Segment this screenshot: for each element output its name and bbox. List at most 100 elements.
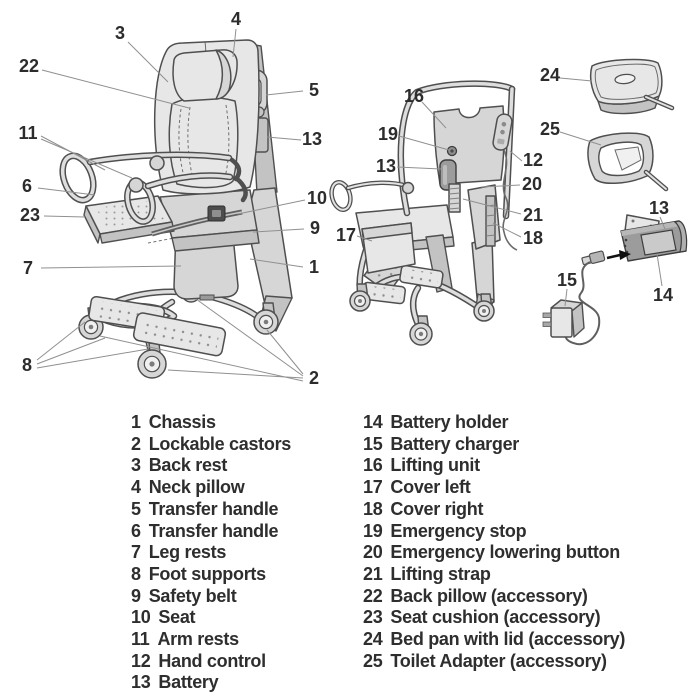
leader-line — [167, 369, 304, 379]
callout-back-pillow: 22 — [19, 56, 190, 109]
leader-line — [40, 265, 182, 269]
battery-rear — [439, 159, 457, 191]
charger-cable — [564, 250, 606, 346]
callout-number-transfer-handle-loop: 6 — [22, 176, 32, 196]
callout-arm-rests: 11 — [18, 123, 133, 179]
legend-item-13: 13 Battery — [131, 672, 291, 694]
rear-castor-left — [349, 283, 371, 312]
leader-line — [195, 298, 304, 377]
bed-pan-with-lid — [589, 58, 675, 115]
callout-number-back-rest: 3 — [115, 23, 125, 43]
callout-number-lifting-strap: 21 — [523, 205, 543, 225]
callout-transfer-handle-top: 5 — [265, 80, 319, 100]
legend-number: 6 — [131, 520, 141, 541]
rear-foot-support-right — [399, 264, 444, 289]
callout-number-emergency-lowering-button: 20 — [522, 174, 542, 194]
legend-label: Battery — [158, 672, 219, 693]
callout-seat-cushion: 23 — [20, 205, 86, 225]
callout-neck-pillow: 4 — [231, 9, 241, 58]
leader-line — [509, 150, 523, 162]
leader-line — [252, 228, 305, 233]
leader-line — [398, 135, 450, 151]
callout-number-battery-accessory: 13 — [649, 198, 669, 218]
legend-number: 7 — [131, 542, 141, 563]
legend-label: Hand control — [158, 650, 266, 671]
legend-number: 1 — [131, 412, 141, 432]
leader-line — [659, 216, 666, 230]
side-view-chair-illustration — [59, 39, 293, 379]
legend-number: 19 — [363, 520, 383, 541]
leader-line — [127, 41, 169, 83]
legend-number: 25 — [363, 650, 383, 671]
arm-rests — [59, 151, 248, 225]
legend-label: Bed pan with lid (accessory) — [390, 629, 626, 650]
callout-number-transfer-handle-top: 5 — [309, 80, 319, 100]
legend-number: 9 — [131, 585, 141, 606]
leader-line — [41, 69, 190, 109]
legend-label: Arm rests — [157, 629, 239, 650]
legend-number: 16 — [363, 455, 383, 476]
leader-line — [265, 90, 304, 96]
callout-number-hand-control: 12 — [523, 150, 543, 170]
callout-seat: 10 — [237, 188, 327, 215]
legend-number: 4 — [131, 477, 141, 498]
cover-right — [467, 184, 501, 250]
callout-leg-rests: 7 — [23, 258, 182, 278]
leader-line — [232, 28, 237, 58]
leader-line — [559, 77, 593, 82]
legend-number: 12 — [131, 650, 151, 671]
legend-item-23: 23 Seat cushion (accessory) — [363, 607, 625, 629]
legend-label: Toilet Adapter (accessory) — [390, 650, 607, 671]
legend-number: 14 — [363, 412, 383, 432]
callout-emergency-stop: 19 — [378, 124, 450, 151]
leader-line — [656, 253, 663, 287]
legend-number: 5 — [131, 498, 141, 519]
callout-cover-right: 18 — [492, 222, 543, 248]
rear-foot-support-left — [361, 281, 406, 305]
legend-label: Transfer handle — [148, 520, 279, 541]
callout-number-arm-rests: 11 — [18, 123, 37, 143]
callout-number-seat-cushion: 23 — [20, 205, 40, 225]
callout-foot-supports: 8 — [22, 321, 149, 375]
legend-number: 15 — [363, 433, 383, 454]
legend-item-25: 25 Toilet Adapter (accessory) — [363, 651, 625, 673]
leader-line — [237, 199, 306, 215]
castor-front — [137, 342, 167, 379]
cover-left — [361, 222, 416, 274]
legend-item-12: 12 Hand control — [131, 651, 291, 673]
callout-safety-belt: 9 — [252, 218, 320, 238]
legend-item-10: 10 Seat — [131, 607, 291, 629]
toilet-adapter — [587, 132, 669, 192]
legend-number: 22 — [363, 585, 383, 606]
callout-number-leg-rests: 7 — [23, 258, 33, 278]
callout-battery-accessory: 13 — [649, 198, 669, 230]
callout-battery-holder: 14 — [653, 253, 673, 305]
legend-item-14: 14 Battery holder — [363, 412, 625, 434]
legend-label: Seat — [158, 607, 196, 628]
legend-number: 23 — [363, 607, 383, 628]
plug-arrow-icon — [606, 250, 631, 260]
diagram-canvas: 3422511136102397182161913122021181724251… — [18, 9, 688, 388]
callout-number-back-pillow: 22 — [19, 56, 39, 76]
legend-number: 13 — [131, 672, 151, 693]
safety-belt — [151, 205, 243, 237]
callout-number-lockable-castors: 2 — [309, 368, 319, 388]
callout-number-bed-pan-with-lid: 24 — [540, 65, 560, 85]
battery-charger — [542, 299, 585, 338]
callout-number-safety-belt: 9 — [310, 218, 320, 238]
legend-label: Seat cushion (accessory) — [390, 607, 601, 628]
legend-label: Battery holder — [390, 412, 509, 432]
leader-line — [266, 136, 302, 141]
legend-number: 3 — [131, 455, 141, 476]
legend-number: 10 — [131, 607, 151, 628]
legend-number: 18 — [363, 498, 383, 519]
rear-back-frame — [397, 80, 516, 220]
